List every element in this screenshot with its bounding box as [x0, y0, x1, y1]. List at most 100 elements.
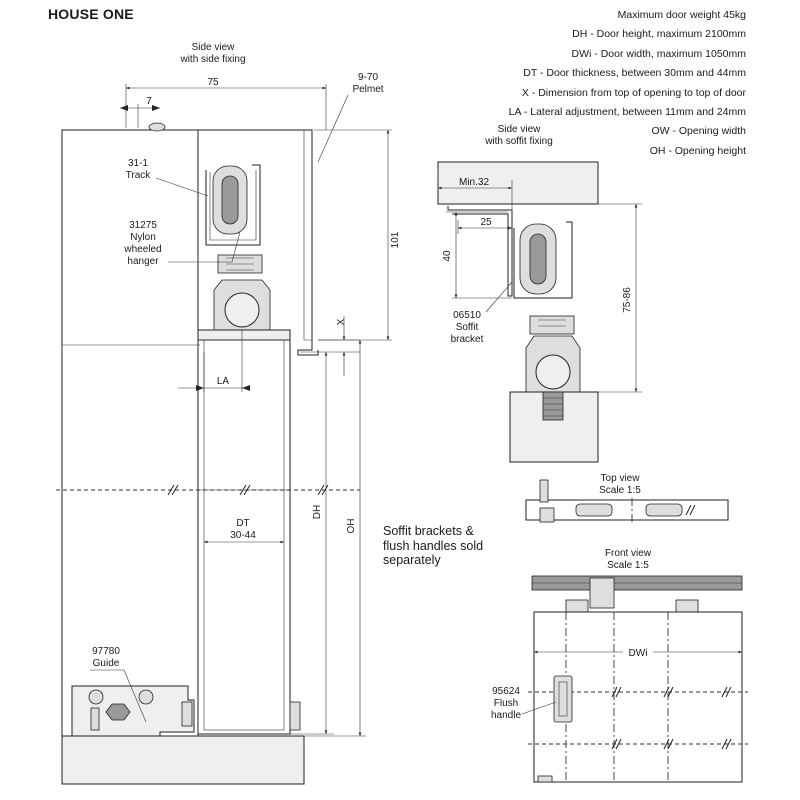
soffit-wheel-hub	[529, 233, 547, 285]
guide-label: Guide	[93, 658, 120, 669]
sold-separately-note: Soffit brackets & flush handles sold sep…	[383, 524, 503, 568]
pelmet-label: Pelmet	[352, 84, 383, 95]
top-view-guide-pin	[539, 479, 549, 503]
dim-dt-label: DT	[236, 518, 249, 529]
track-leader	[155, 177, 209, 197]
page-title: HOUSE ONE	[48, 6, 134, 22]
dwi-label-bg	[623, 644, 653, 658]
flush-handle	[553, 675, 573, 723]
top-view-track	[525, 499, 729, 521]
hanger-nut-detail	[226, 257, 254, 271]
top-view-hanger	[645, 503, 683, 517]
top-view-hanger	[575, 503, 613, 517]
spec-line: DWi - Door width, maximum 1050mm	[571, 47, 746, 60]
handle-label-line: handle	[491, 710, 521, 721]
soffit-ceiling	[437, 161, 599, 205]
soffit-view-subtitle: with soffit fixing	[484, 136, 553, 147]
front-view-door	[533, 611, 743, 783]
dim-dh-label: DH	[312, 505, 323, 519]
dim-la-label: LA	[217, 376, 230, 387]
hanger-label-line: wheeled	[123, 244, 161, 255]
dim-dwi-label: DWi	[629, 648, 648, 659]
track	[205, 164, 261, 246]
break-mark	[721, 738, 732, 750]
side-view-title: Side view	[192, 42, 236, 53]
guide-tab	[181, 701, 193, 727]
dim-101-label: 101	[390, 231, 401, 248]
break-mark	[167, 484, 179, 496]
pelmet	[198, 129, 319, 356]
top-view-subtitle: Scale 1:5	[599, 485, 641, 496]
soffit-track	[513, 221, 573, 299]
dim-40-label: 40	[442, 250, 453, 262]
spec-line: OH - Opening height	[649, 144, 746, 157]
dim-25-label: 25	[480, 217, 492, 228]
spec-line: X - Dimension from top of opening to top…	[521, 86, 746, 99]
guide-label-plate	[90, 707, 100, 731]
note-line: separately	[383, 553, 441, 567]
track-inner	[209, 170, 257, 241]
hanger-label-line: hanger	[127, 256, 159, 267]
bracket-label-line: bracket	[451, 334, 484, 345]
rod-thread	[543, 397, 563, 417]
floor	[61, 735, 305, 785]
break-mark	[239, 484, 251, 496]
hanger-ball	[224, 292, 260, 328]
dim-75-86-label: 75-86	[622, 287, 633, 313]
flush-handle-recess	[558, 681, 568, 717]
front-view-title: Front view	[605, 548, 652, 559]
track-label: Track	[126, 170, 152, 181]
dim-arrows	[120, 105, 160, 111]
front-view-hanger	[565, 599, 589, 613]
dim-oh-label: OH	[346, 519, 357, 534]
hanger-leader	[168, 231, 241, 263]
spec-line: Maximum door weight 45kg	[617, 9, 746, 21]
spec-line: DT - Door thickness, between 30mm and 44…	[523, 67, 746, 80]
pelmet-leader	[317, 94, 349, 163]
break-mark	[721, 686, 732, 698]
spec-line: OW - Opening width	[651, 125, 746, 138]
guide-hole	[88, 689, 104, 705]
bracket-code: 06510	[453, 310, 481, 321]
dim-dt-range: 30-44	[230, 530, 256, 541]
spec-line: LA - Lateral adjustment, between 11mm an…	[508, 106, 746, 119]
front-view-guide	[537, 775, 553, 783]
soffit-threaded-rod	[542, 391, 564, 421]
top-view-guide	[539, 507, 555, 523]
front-view-hanger	[675, 599, 699, 613]
front-view: Front view Scale 1:5 DWi 95624 Flush han…	[491, 548, 748, 783]
fixing-screw	[148, 122, 166, 132]
hanger-code: 31275	[129, 220, 157, 231]
side-view-side-fixing: Side view with side fixing	[56, 42, 401, 785]
dim-75-label: 75	[207, 77, 219, 88]
soffit-hanger-ball	[535, 354, 571, 390]
handle-label-line: Flush	[494, 698, 518, 709]
guide-code: 97780	[92, 646, 120, 657]
front-view-stop	[589, 577, 615, 609]
spec-list: Maximum door weight 45kg DH - Door heigh…	[509, 6, 746, 161]
handle-code: 95624	[492, 686, 520, 697]
guide-tab	[289, 701, 301, 731]
note-line: flush handles sold	[383, 538, 484, 553]
hanger-plate	[197, 329, 291, 341]
break-mark	[611, 686, 622, 698]
soffit-hanger-nut	[529, 315, 575, 335]
guide-hole	[138, 689, 154, 705]
top-view-title: Top view	[601, 473, 641, 484]
note-line: Soffit brackets &	[383, 524, 474, 538]
dim-7-label: 7	[146, 96, 152, 107]
break-mark	[663, 738, 674, 750]
soffit-view-title: Side view	[498, 124, 542, 135]
bracket-label-line: Soffit	[456, 322, 479, 333]
wheel-hub	[221, 175, 239, 225]
dim-x-label: X	[336, 318, 347, 325]
pelmet-inner	[303, 130, 312, 341]
side-view-soffit-fixing: Side view with soffit fixing Min.32 25 4…	[437, 124, 642, 463]
door-inner	[203, 339, 285, 731]
spec-line: DH - Door height, maximum 2100mm	[572, 28, 746, 41]
bracket-leader	[485, 281, 513, 313]
front-view-subtitle: Scale 1:5	[607, 560, 649, 571]
handle-leader	[521, 701, 557, 715]
guide-leader	[90, 669, 147, 723]
